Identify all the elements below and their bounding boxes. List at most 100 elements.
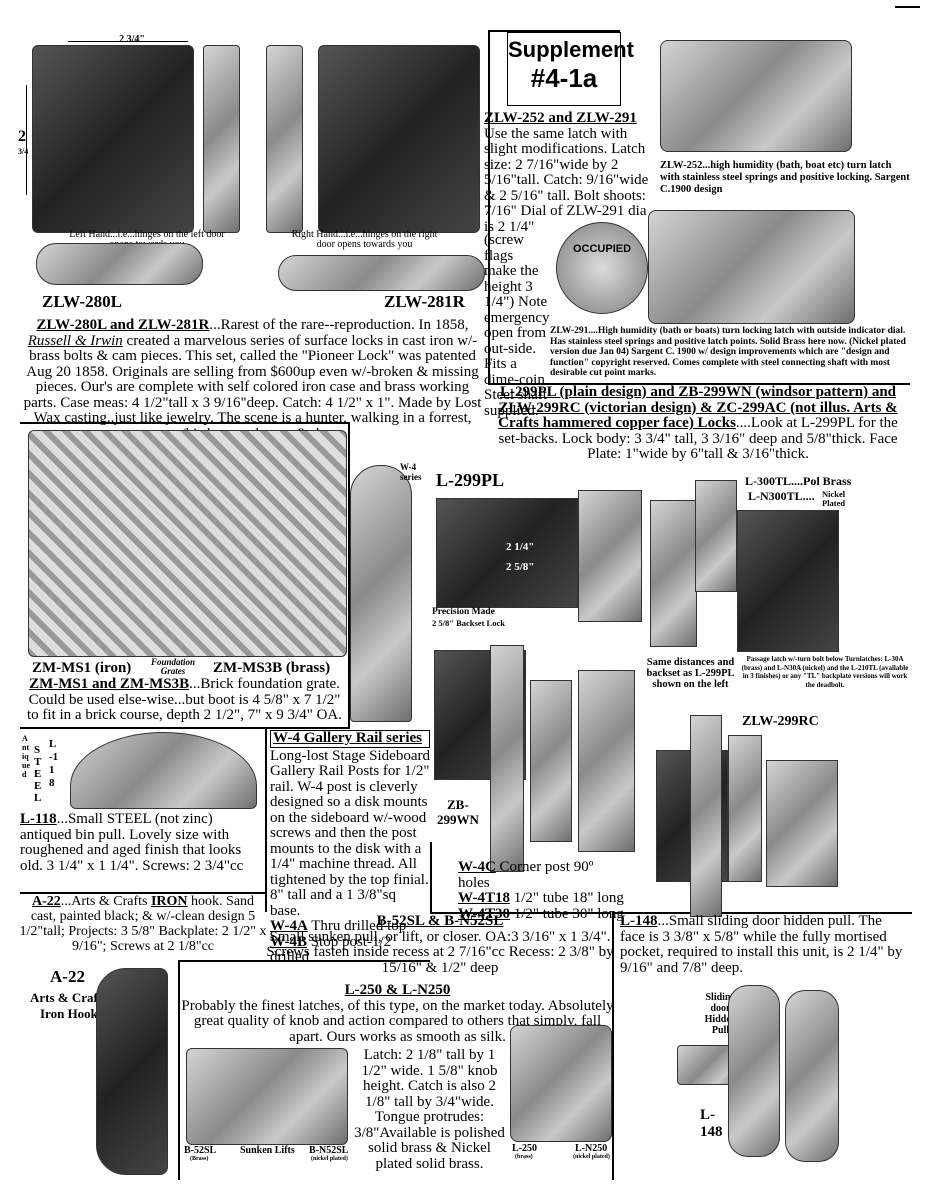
dimension-side-fraction: 3/4 <box>18 147 29 156</box>
l250-description: L-250 & L-N250 Probably the finest latch… <box>180 982 615 1045</box>
zlw252-text2: (screw flags make the height 3 1/4") Not… <box>484 232 550 419</box>
l250-latch-photo <box>510 1025 612 1142</box>
w4-corner-list: W-4C Corner post 90º holes W-4T18 1/2" t… <box>458 859 628 923</box>
l300-label: L-300TL....Pol Brass <box>745 474 852 488</box>
l148-side-word: Sliding <box>705 992 736 1003</box>
l250-head: L-250 & L-N250 <box>344 982 451 998</box>
dimension-line <box>68 41 188 42</box>
zlw252-latch-photo <box>660 40 852 152</box>
zm-brass-label: ZM-MS3B (brass) <box>213 660 331 676</box>
w4-head: W-4 Gallery Rail series <box>270 730 430 748</box>
l148-side-label: Sliding door Hidden Pull <box>698 992 743 1036</box>
divider <box>20 422 350 424</box>
zm-foundation-label: Foundation Grates <box>148 658 198 676</box>
l118-text: ...Small STEEL (not zinc) antiqued bin p… <box>20 811 244 874</box>
zlw299rc-keys-photo <box>766 760 838 887</box>
w4-item-code: W-4A <box>270 918 308 934</box>
w4-description: W-4 Gallery Rail series Long-lost Stage … <box>270 730 430 966</box>
dimension-b: 2 5/8" <box>506 561 535 573</box>
l250-text2: Latch: 2 1/8" tall by 1 1/2" wide. 1 5/8… <box>354 1047 505 1172</box>
divider <box>265 727 267 912</box>
divider <box>488 383 910 385</box>
l299-text: ....Look at L-299PL for the set-backs. L… <box>498 415 898 462</box>
zlw280-description: ZLW-280L and ZLW-281R...Rarest of the ra… <box>20 317 485 442</box>
ln300-label: L-N300TL.... <box>748 489 815 503</box>
divider <box>612 912 912 914</box>
b52-label: B-N52SL <box>309 1145 349 1156</box>
a22-label-sub: Arts & Crafts <box>30 990 108 1005</box>
description-text: created a marvelous series of surface lo… <box>23 332 482 442</box>
w4-corner-text: 1/2" tube 18" long <box>513 890 624 906</box>
divider <box>430 842 432 912</box>
w4-corner-code: W-4C <box>458 859 496 875</box>
divider <box>430 912 610 914</box>
product-label: ZLW-280L <box>42 292 122 311</box>
occupied-label: OCCUPIED <box>572 243 632 255</box>
occupied-dial: OCCUPIED <box>556 222 648 314</box>
zm-iron-label: ZM-MS1 (iron) <box>32 660 132 676</box>
b52-label-sub: (Brass) <box>190 1156 209 1162</box>
lock-photo-left <box>32 45 194 233</box>
zm-text: ...Brick foundation grate. Could be used… <box>27 676 342 723</box>
description-text: ...Rarest of the rare--reproduction. In … <box>209 317 469 333</box>
b52-head: B-52SL & B-N52SL <box>376 913 504 929</box>
zm-grates-word: Grates <box>160 666 186 676</box>
w4-corner-code: W-4T18 <box>458 890 510 906</box>
dimension-top: 2 3/4" <box>119 34 145 45</box>
right-hand-caption: Right Hand...i.e...hinges on the right d… <box>291 229 438 250</box>
zm-description: ZM-MS1 and ZM-MS3B...Brick foundation gr… <box>22 676 347 724</box>
w4-corner-text: Corner post 90º holes <box>458 859 594 891</box>
divider <box>348 422 350 727</box>
lock-photo-right <box>318 45 480 233</box>
l148-label: 148 <box>700 1124 723 1140</box>
ln300-sub: Nickel Plated <box>822 489 846 508</box>
sunken-lift-photo <box>186 1048 348 1145</box>
zb299wn-keys-photo <box>578 670 635 852</box>
supplement-number: #4-1a <box>530 63 598 93</box>
dimension-line <box>26 85 27 195</box>
zlw291-caption: ZLW-291....High humidity (bath or boats)… <box>550 326 906 378</box>
precision-label: Precision Made <box>432 607 495 617</box>
product-label: 299WN <box>437 812 479 827</box>
a22-text: ...Arts & Crafts <box>60 894 151 909</box>
l148-side-word: Hidden <box>704 1014 737 1025</box>
a22-iron: IRON <box>150 894 188 909</box>
w4-tag-series: series <box>400 472 422 482</box>
l250-label-sub: (brass) <box>515 1154 533 1160</box>
product-label: ZB- <box>447 797 469 812</box>
product-label: ZLW-299RC <box>742 714 819 729</box>
l300-lock-photo <box>737 510 839 652</box>
backset-label: 2 5/8" Backset Lock <box>432 618 505 628</box>
iron-hook-photo <box>96 968 168 1175</box>
w4-item-text: Stop post-1/2 drilled <box>270 933 392 965</box>
gallery-rail-post-photo <box>350 465 412 722</box>
l148-head: L-148 <box>620 913 658 929</box>
w4-tag-code: W-4 <box>400 462 417 472</box>
zm-head: ZM-MS1 and ZM-MS3B <box>29 676 190 692</box>
l118-vertical-antiqued: Antiqued <box>22 734 30 779</box>
product-label: ZLW-281R <box>384 292 465 311</box>
l148-label: L- <box>700 1107 715 1123</box>
l118-vertical-code: L-118 <box>49 738 59 789</box>
w4-corner-item: W-4T18 1/2" tube 18" long <box>458 890 628 907</box>
bin-pull-photo <box>70 732 257 809</box>
l148-side-word: Pull <box>711 1025 730 1036</box>
product-label: L-299PL <box>436 470 505 490</box>
same-distance-caption: Same distances and backset as L-299PL sh… <box>646 657 735 690</box>
dimension-a: 2 1/4" <box>506 541 535 553</box>
l118-description: L-118...Small STEEL (not zinc) antiqued … <box>20 811 265 874</box>
dimension-side: 2 <box>18 128 26 145</box>
description-head: ZLW-280L and ZLW-281R <box>36 317 210 333</box>
l300-keys-photo <box>695 480 737 592</box>
l118-vertical-steel: STEEL <box>34 744 42 804</box>
l299pl-lock-photo <box>436 498 578 608</box>
w4-corner-item: W-4T30 1/2" tube 30" long <box>458 905 628 923</box>
divider <box>20 727 350 729</box>
zlw299rc-strike-photo <box>728 735 762 882</box>
w4-item-code: W-4B <box>270 933 307 950</box>
l118-head: L-118 <box>20 811 57 827</box>
divider <box>490 30 620 32</box>
key-photo-left <box>36 243 203 285</box>
w4-corner-text: 1/2" tube 30" long <box>513 905 624 922</box>
l299-head: L-299PL (plain design) and ZB-299WN (win… <box>498 384 898 431</box>
